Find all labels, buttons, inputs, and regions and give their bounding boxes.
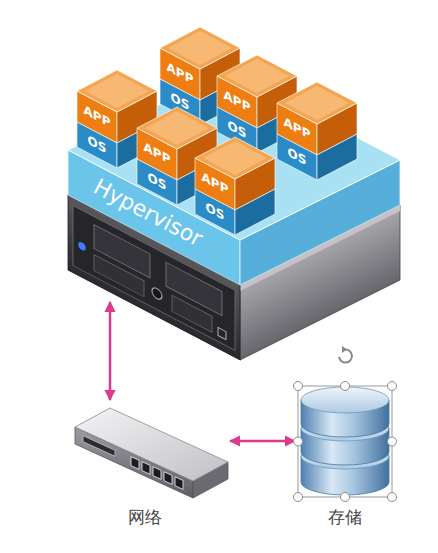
- virtual-machine: APPOS: [195, 137, 275, 235]
- os-layer-face: [137, 159, 177, 205]
- node-drawing: [68, 70, 400, 360]
- hypervisor-server: HypervisorAPPOSAPPOSAPPOSAPPOSAPPOSAPPOS: [60, 20, 405, 302]
- bidirectional-arrow: [230, 440, 295, 443]
- vm-top-inner: [85, 74, 149, 108]
- bidirectional-arrow: [109, 302, 112, 400]
- switch-panel: [83, 435, 183, 490]
- os-layer-side: [317, 134, 357, 180]
- device-label: 存储: [328, 508, 362, 527]
- vm-top-inner: [285, 86, 349, 120]
- selection-frame: [298, 386, 392, 497]
- device-label: 网络: [128, 508, 162, 527]
- storage-database: 存储: [295, 380, 395, 530]
- vm-top-inner: [225, 59, 289, 93]
- drive-bay: [172, 295, 212, 332]
- rotate-handle-arrow: [342, 346, 347, 353]
- switch-port: [131, 457, 139, 470]
- node-drawing: [301, 387, 389, 495]
- vm-top-inner: [168, 31, 232, 65]
- power-led: [78, 241, 86, 253]
- hypervisor-top: [68, 70, 400, 240]
- server-knob: [152, 286, 162, 301]
- server-port: [218, 327, 226, 339]
- switch-port: [142, 462, 150, 475]
- selection-handle: [294, 382, 303, 391]
- selection-handle: [294, 493, 303, 502]
- switch-port: [153, 467, 161, 480]
- node-drawing: [75, 408, 228, 498]
- os-layer-face: [277, 134, 317, 180]
- os-layer-side: [235, 189, 275, 235]
- os-layer-face: [77, 122, 117, 168]
- hypervisor-front: [68, 150, 240, 285]
- node-drawing: [195, 137, 275, 235]
- virtual-machine: APPOS: [277, 82, 357, 180]
- switch-port: [175, 477, 183, 490]
- selection-handle: [388, 382, 397, 391]
- drive-bay: [94, 255, 144, 297]
- switch-top: [75, 408, 228, 481]
- switch-port: [164, 472, 172, 485]
- vm-top-inner: [203, 141, 267, 175]
- disk-top: [301, 387, 389, 413]
- node-drawing: [277, 82, 357, 180]
- network-switch: 网络: [70, 400, 230, 530]
- switch-display: [83, 436, 115, 457]
- selection-handle: [388, 493, 397, 502]
- rotate-handle: [339, 349, 352, 362]
- os-layer-face: [195, 189, 235, 235]
- vm-top-inner: [145, 111, 209, 145]
